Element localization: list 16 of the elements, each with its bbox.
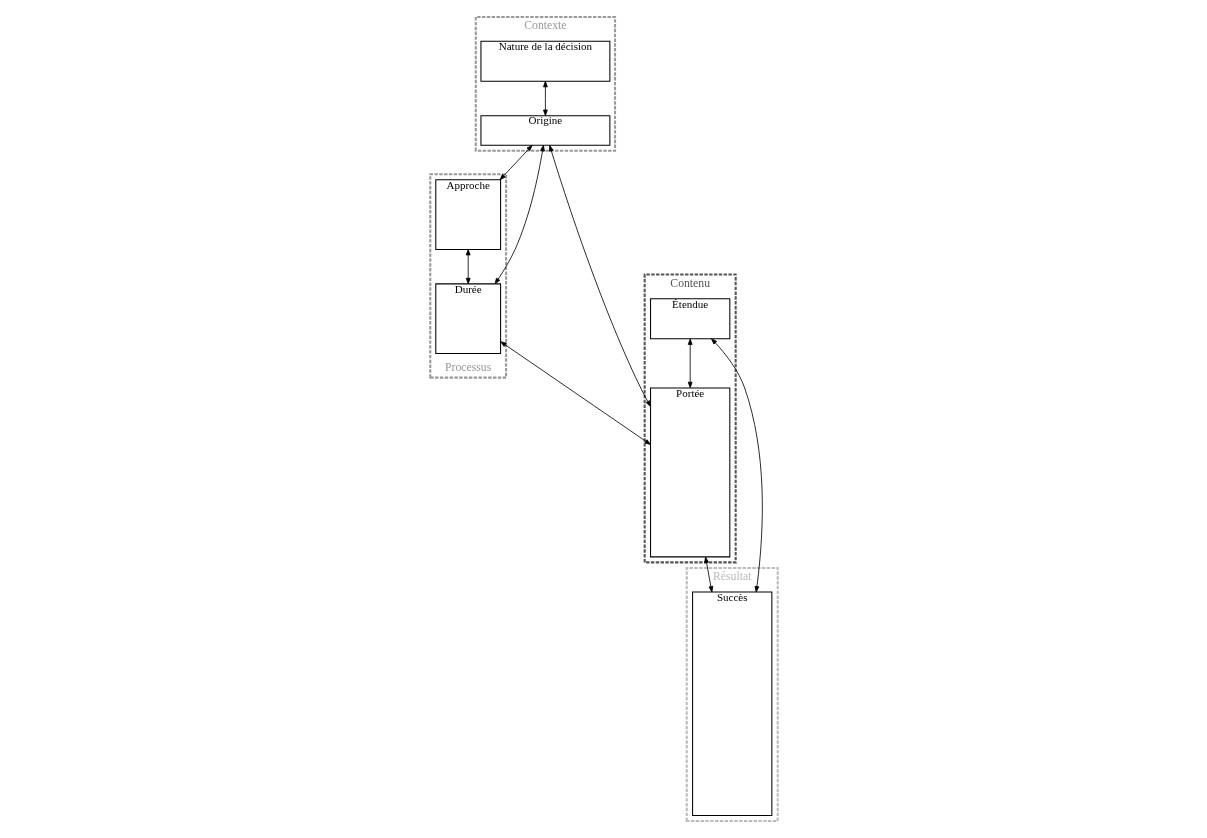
arrow <box>499 341 651 445</box>
arrow <box>499 145 533 181</box>
arrow <box>542 80 548 116</box>
node-box: Origine <box>479 115 610 146</box>
arrow <box>687 338 692 389</box>
node-box: Succès <box>691 591 772 816</box>
arrow <box>703 556 713 593</box>
node-box: Nature de la décision <box>479 40 610 82</box>
arrow <box>710 338 763 593</box>
node-box: Portée <box>649 387 730 558</box>
node-box: Étendue <box>649 298 730 340</box>
node-box: Approche <box>434 179 501 250</box>
node-box: Durée <box>434 283 501 355</box>
arrow <box>548 145 651 407</box>
arrow <box>465 249 471 285</box>
arrow <box>494 144 545 285</box>
